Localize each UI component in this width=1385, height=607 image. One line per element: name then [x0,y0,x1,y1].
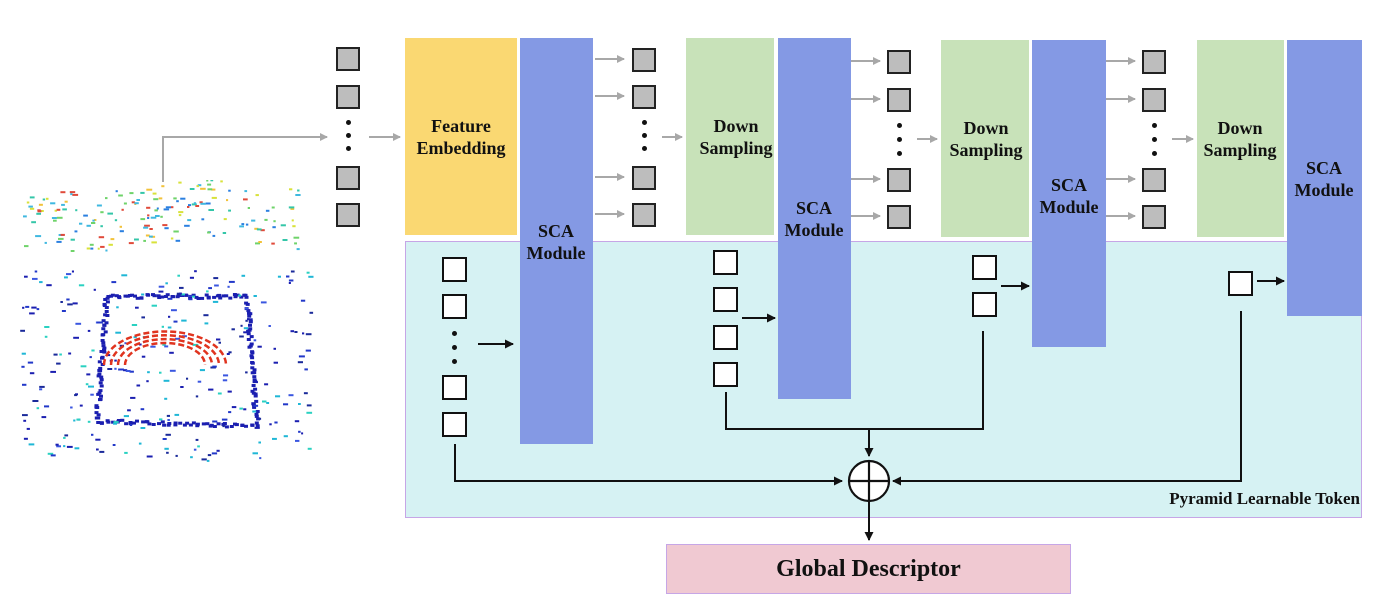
down-sampling-block-1 [686,38,774,235]
ellipsis-dot [897,123,902,128]
learnable-token [713,325,738,350]
learnable-token [713,362,738,387]
pyramid-token-label: Pyramid Learnable Token [1169,489,1360,508]
point-token [336,203,360,227]
point-token [336,47,360,71]
point-token [632,166,656,190]
down-sampling-block-3 [1197,40,1284,237]
point-token [1142,50,1166,74]
sca-module-1 [520,38,593,444]
point-token [887,168,911,192]
ellipsis-dot [642,120,647,125]
global-descriptor-label: Global Descriptor [776,556,961,582]
learnable-token [442,412,467,437]
point-token [887,88,911,112]
ellipsis-dot [346,120,351,125]
point-token [887,50,911,74]
ellipsis-dot [642,146,647,151]
gray-arrows [162,55,1194,220]
learnable-token [972,292,997,317]
learnable-token [442,257,467,282]
ellipsis-dot [1152,151,1157,156]
point-token [336,85,360,109]
ellipsis-dot [346,146,351,151]
ellipsis-dot [452,331,457,336]
circle-plus-icon [847,459,891,503]
ellipsis-dot [897,137,902,142]
learnable-token [442,375,467,400]
ellipsis-dot [1152,123,1157,128]
point-token [632,203,656,227]
point-token [632,85,656,109]
lidar-point-cloud-image [20,180,314,462]
learnable-token [713,287,738,312]
global-descriptor-box [666,544,1071,594]
sca-module-2 [778,38,851,399]
point-token [1142,168,1166,192]
point-token [1142,88,1166,112]
ellipsis-dot [642,133,647,138]
learnable-token [1228,271,1253,296]
ellipsis-dot [346,133,351,138]
ellipsis-dot [1152,137,1157,142]
ellipsis-dot [897,151,902,156]
point-token [887,205,911,229]
learnable-token [442,294,467,319]
down-sampling-block-2 [941,40,1029,237]
feature-embedding-block [405,38,517,235]
ellipsis-dot [452,345,457,350]
point-token [336,166,360,190]
sca-module-3 [1032,40,1106,347]
learnable-token [972,255,997,280]
point-token [1142,205,1166,229]
sca-module-4 [1287,40,1362,316]
learnable-token [713,250,738,275]
aggregation-lines [454,311,1242,541]
point-token [632,48,656,72]
token-arrows [478,276,1285,349]
ellipsis-dot [452,359,457,364]
